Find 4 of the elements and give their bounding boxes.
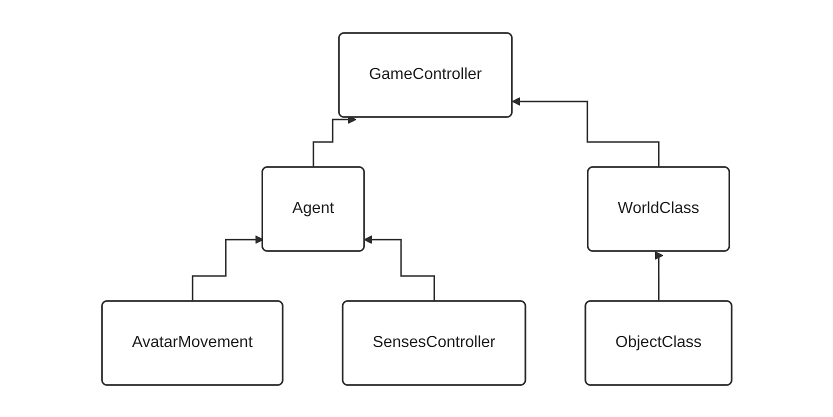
- arrow: [654, 250, 663, 302]
- arrow: [192, 234, 264, 302]
- arrow: [512, 96, 660, 168]
- arrow: [363, 234, 435, 302]
